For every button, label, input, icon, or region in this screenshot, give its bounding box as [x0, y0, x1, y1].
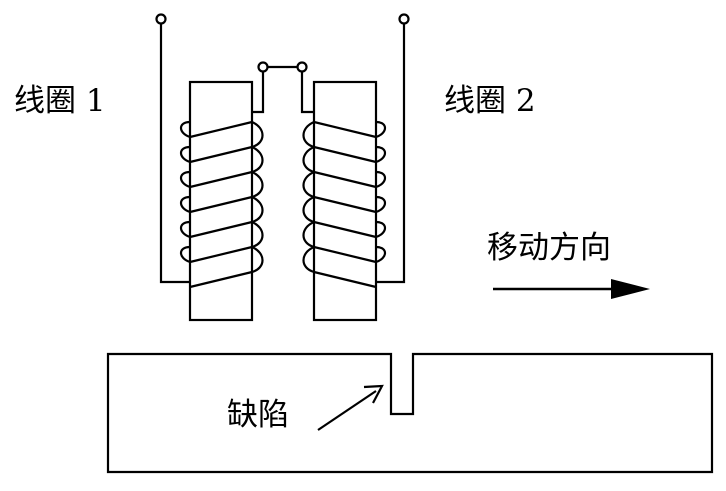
coil1-core: [188, 80, 254, 322]
lead-wires: [159, 24, 406, 284]
direction-label: 移动方向: [487, 230, 611, 266]
coil2-core: [312, 80, 378, 322]
coil1-windings: [179, 120, 264, 289]
coil2-windings: [302, 120, 387, 289]
defect-label: 缺陷: [227, 397, 289, 433]
terminals: [155, 13, 410, 73]
defect-pointer-arrow: [317, 384, 384, 431]
coil2-label: 线圈 2: [444, 83, 536, 119]
coil1-label: 线圈 1: [14, 83, 106, 119]
direction-arrowhead: [611, 279, 650, 299]
test-piece: [106, 352, 714, 474]
